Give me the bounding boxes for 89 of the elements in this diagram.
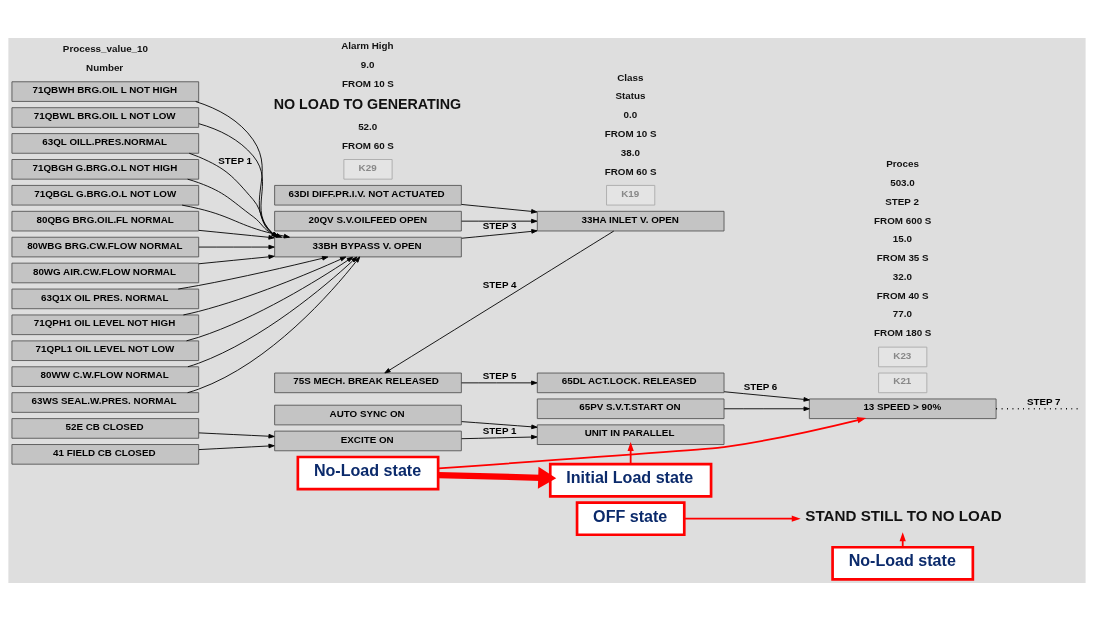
label: Process_value_10 — [62, 43, 148, 55]
node-box: No-Load state — [296, 455, 440, 491]
node-box: K23 — [878, 346, 928, 368]
arrow — [187, 256, 358, 368]
arrow — [461, 434, 538, 440]
node-box: 71QPL1 OIL LEVEL NOT LOW — [11, 340, 200, 361]
arrow — [627, 442, 634, 465]
edge-label: STEP 1 — [482, 424, 517, 436]
edge-label: STEP 4 — [482, 278, 517, 290]
arrow — [723, 406, 810, 412]
node-box: 80WW C.W.FLOW NORMAL — [11, 366, 200, 387]
edge-label: STEP 1 — [218, 154, 252, 166]
edge-label: STEP 7 — [1026, 396, 1061, 408]
node-box: 71QBGL G.BRG.O.L NOT LOW — [11, 184, 200, 206]
node-box: 75S MECH. BREAK RELEASED — [274, 372, 462, 394]
arrow — [723, 391, 810, 402]
node-box: 71QBWH BRG.OIL L NOT HIGH — [11, 81, 200, 102]
label: FROM 10 S — [604, 127, 657, 139]
arrow — [198, 244, 275, 250]
node-box: 41 FIELD CB CLOSED — [11, 444, 200, 465]
node-box: 71QPH1 OIL LEVEL NOT HIGH — [11, 314, 200, 336]
label: Number — [86, 61, 124, 73]
label: 52.0 — [358, 120, 378, 132]
arrow — [438, 466, 557, 489]
node-box: Initial Load state — [548, 462, 713, 498]
label: 9.0 — [360, 59, 375, 71]
label: FROM 600 S — [874, 214, 932, 226]
arrow — [461, 218, 538, 224]
node-box: 80QBG BRG.OIL.FL NORMAL — [11, 210, 200, 232]
node-box: 71QBWL BRG.OIL L NOT LOW — [11, 107, 200, 128]
node-box: K21 — [878, 372, 928, 394]
edge-label: STEP 3 — [482, 220, 517, 232]
label: Alarm High — [341, 40, 394, 52]
edge-label: STEP 5 — [482, 370, 517, 382]
arrow — [683, 515, 801, 522]
label: FROM 60 S — [342, 139, 394, 151]
label: FROM 40 S — [876, 289, 929, 301]
node-box: AUTO SYNC ON — [274, 404, 462, 426]
node-box: 52E CB CLOSED — [11, 418, 200, 439]
node-box: 65PV S.V.T.START ON — [536, 398, 725, 420]
node-box: 80WBG BRG.CW.FLOW NORMAL — [11, 236, 200, 258]
node-box: K29 — [343, 159, 393, 180]
label: FROM 10 S — [342, 77, 394, 89]
label: FROM 180 S — [874, 327, 932, 339]
node-box: 20QV S.V.OILFEED OPEN — [274, 210, 462, 232]
node-box: 71QBGH G.BRG.O.L NOT HIGH — [11, 159, 200, 180]
label: Status — [615, 90, 646, 102]
label: 15.0 — [892, 233, 912, 245]
arrow — [182, 256, 347, 316]
node-box: 63WS SEAL.W.PRES. NORMAL — [11, 392, 200, 413]
arrow — [899, 532, 906, 548]
label: 38.0 — [620, 146, 640, 158]
arrow — [198, 229, 275, 240]
edge-label: STEP 6 — [743, 380, 778, 392]
node-box: UNIT IN PARALLEL — [536, 424, 725, 445]
arrow — [461, 421, 538, 430]
node-box: EXCITE ON — [274, 430, 462, 452]
node-box: K19 — [606, 184, 656, 206]
label: NO LOAD TO GENERATING — [273, 96, 462, 113]
arrow — [198, 443, 275, 451]
arrow — [461, 229, 538, 239]
arrow — [461, 380, 538, 386]
node-box: 63QL OILL.PRES.NORMAL — [11, 133, 200, 154]
arrow — [384, 230, 615, 374]
label: 503.0 — [890, 177, 915, 189]
node-box: 63Q1X OIL PRES. NORMAL — [11, 288, 200, 310]
arrow — [198, 254, 275, 265]
arrow — [186, 256, 353, 342]
label: 0.0 — [623, 109, 638, 121]
label: 77.0 — [892, 308, 912, 320]
node-box: 63DI DIFF.PR.I.V. NOT ACTUATED — [274, 184, 462, 206]
arrow — [187, 256, 361, 394]
node-box: 33HA INLET V. OPEN — [536, 210, 725, 232]
node-text: STAND STILL TO NO LOAD — [805, 507, 1002, 525]
label: Class — [617, 71, 644, 83]
node-box: 13 SPEED > 90% — [808, 398, 997, 420]
label: 32.0 — [892, 270, 912, 282]
arrow — [198, 432, 275, 439]
node-box: No-Load state — [831, 545, 975, 581]
label: FROM 35 S — [876, 252, 929, 264]
arrow — [437, 417, 867, 470]
node-box: 80WG AIR.CW.FLOW NORMAL — [11, 262, 200, 284]
arrow — [461, 204, 538, 214]
node-box: 33BH BYPASS V. OPEN — [274, 236, 462, 258]
label: FROM 60 S — [604, 165, 657, 177]
label: Proces — [886, 158, 919, 170]
label: STEP 2 — [885, 195, 919, 207]
node-box: OFF state — [575, 501, 686, 537]
node-box: 65DL ACT.LOCK. RELEASED — [536, 372, 725, 394]
